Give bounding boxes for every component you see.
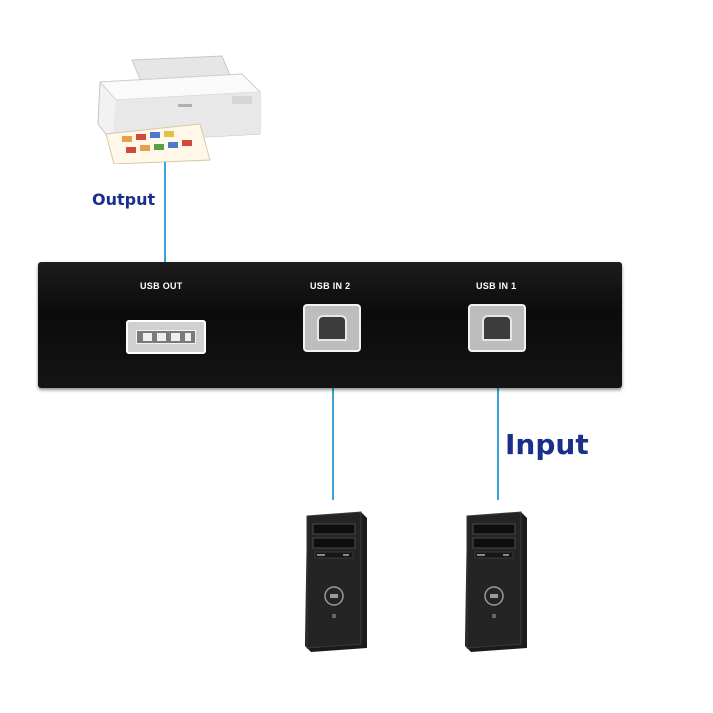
usb-in-2-label: USB IN 2 — [310, 281, 351, 291]
usb-b-port-2-socket — [317, 315, 347, 341]
usb-a-contact — [157, 333, 166, 341]
usb-in-1-label: USB IN 1 — [476, 281, 517, 291]
usb-a-contact — [143, 333, 152, 341]
output-cable — [164, 162, 166, 324]
usb-a-contact — [185, 333, 191, 341]
printer-icon — [97, 55, 262, 164]
usb-b-port-1-socket — [482, 315, 512, 341]
input-label: Input — [505, 428, 589, 461]
input-cable-2 — [332, 350, 334, 500]
output-label: Output — [92, 190, 156, 209]
usb-b-port-1 — [468, 304, 526, 352]
desktop-tower-icon — [465, 511, 527, 652]
usb-a-contact — [171, 333, 180, 341]
usb-out-label: USB OUT — [140, 281, 183, 291]
desktop-tower-icon — [305, 511, 367, 652]
input-cable-1 — [497, 350, 499, 500]
